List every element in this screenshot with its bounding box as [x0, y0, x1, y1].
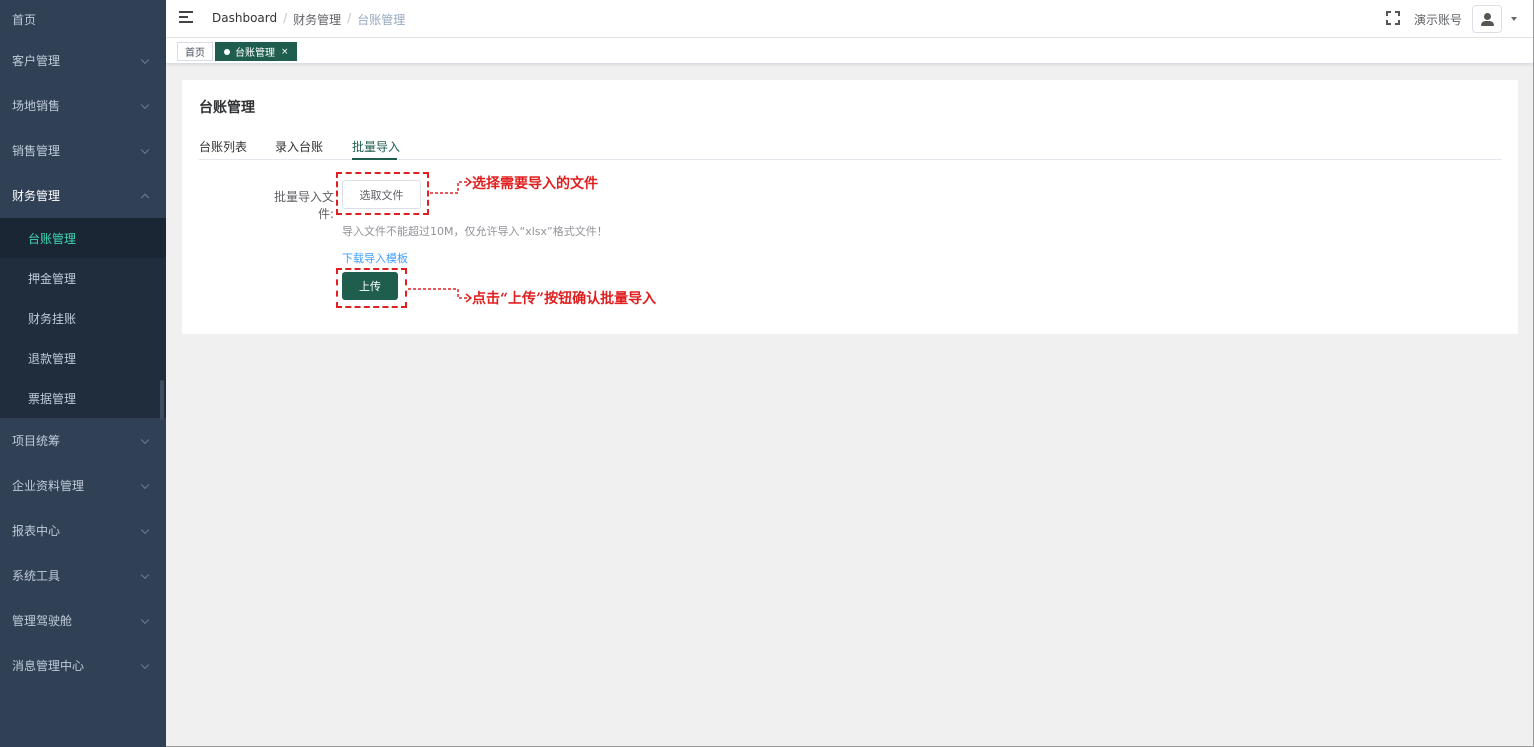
sidebar-item-label: 首页 [12, 12, 37, 27]
sidebar-item-label: 管理驾驶舱 [12, 614, 73, 628]
upload-button[interactable]: 上传 [342, 272, 398, 300]
top-navbar: Dashboard / 财务管理 / 台账管理 演示账号 [166, 0, 1534, 38]
sidebar-subitem-label: 退款管理 [28, 351, 77, 366]
chevron-down-icon [140, 100, 150, 109]
sidebar-subitem-label: 押金管理 [28, 271, 77, 286]
download-template-link[interactable]: 下载导入模板 [342, 252, 408, 265]
hamburger-icon[interactable] [179, 11, 193, 23]
sidebar-item-customer[interactable]: 客户管理 [0, 38, 166, 83]
sidebar-subitem-invoice[interactable]: 票据管理 [0, 378, 166, 418]
sidebar-item-label: 消息管理中心 [12, 659, 85, 673]
breadcrumb-dashboard[interactable]: Dashboard [212, 11, 278, 25]
chevron-down-icon [140, 525, 150, 534]
sidebar-item-label: 报表中心 [12, 524, 61, 538]
sidebar-item-label: 场地销售 [12, 99, 61, 113]
sidebar-item-label: 财务管理 [12, 189, 61, 203]
sidebar-item-sales[interactable]: 销售管理 [0, 128, 166, 173]
sidebar-item-messages[interactable]: 消息管理中心 [0, 643, 166, 688]
sidebar-subitem-deposit[interactable]: 押金管理 [0, 258, 166, 298]
chevron-down-icon [140, 615, 150, 624]
page-title: 台账管理 [199, 100, 255, 116]
annotation-select-file-text: 选择需要导入的文件 [472, 176, 598, 192]
tag-home[interactable]: 首页 [177, 42, 213, 61]
chevron-down-icon [140, 480, 150, 489]
sidebar-item-label: 项目统筹 [12, 434, 61, 448]
chevron-down-icon [140, 55, 150, 64]
sidebar-item-reports[interactable]: 报表中心 [0, 508, 166, 553]
tab-add-ledger[interactable]: 录入台账 [275, 140, 324, 154]
breadcrumb-current: 台账管理 [357, 13, 406, 27]
sidebar-item-system-tools[interactable]: 系统工具 [0, 553, 166, 598]
account-name: 演示账号 [1414, 13, 1463, 27]
tabs: 台账列表 录入台账 批量导入 [199, 136, 1502, 160]
sidebar-subitem-accounts[interactable]: 财务挂账 [0, 298, 166, 338]
sidebar-item-company-docs[interactable]: 企业资料管理 [0, 463, 166, 508]
tab-batch-import[interactable]: 批量导入 [352, 140, 401, 154]
sidebar-subitem-ledger[interactable]: 台账管理 [0, 218, 166, 258]
chevron-down-icon [140, 435, 150, 444]
sidebar-subitem-label: 票据管理 [28, 391, 77, 406]
breadcrumb-finance: 财务管理 [293, 13, 342, 27]
user-icon [1484, 13, 1491, 20]
sidebar-scrollbar[interactable] [160, 380, 164, 420]
tag-ledger[interactable]: 台账管理 × [215, 42, 297, 61]
tag-label: 首页 [185, 48, 205, 59]
caret-down-icon[interactable] [1511, 17, 1517, 21]
chevron-down-icon [140, 660, 150, 669]
chevron-up-icon [140, 193, 150, 202]
fullscreen-icon[interactable] [1386, 11, 1400, 25]
sidebar: 首页 客户管理 场地销售 销售管理 财务管理 台账管理 押金管理 财务挂账 退款… [0, 0, 166, 747]
sidebar-item-finance[interactable]: 财务管理 [0, 173, 166, 218]
sidebar-item-cockpit[interactable]: 管理驾驶舱 [0, 598, 166, 643]
sidebar-item-label: 企业资料管理 [12, 479, 85, 493]
annotation-box-upload [336, 268, 407, 308]
file-limit-hint: 导入文件不能超过10M，仅允许导入“xlsx”格式文件！ [342, 225, 608, 238]
choose-file-button[interactable]: 选取文件 [342, 180, 421, 209]
breadcrumb-separator: / [283, 11, 288, 25]
sidebar-subitem-label: 台账管理 [28, 231, 77, 246]
sidebar-item-label: 销售管理 [12, 144, 61, 158]
close-icon[interactable]: × [281, 46, 289, 57]
active-tab-indicator [352, 158, 397, 160]
tag-label: 台账管理 [235, 48, 275, 59]
chevron-down-icon [140, 145, 150, 154]
annotation-box-choose-file [336, 172, 429, 215]
chevron-down-icon [140, 570, 150, 579]
sidebar-item-home[interactable]: 首页 [0, 0, 166, 38]
batch-import-label: 批量导入文件: [273, 190, 334, 221]
active-dot-icon [224, 48, 230, 55]
avatar[interactable] [1472, 5, 1502, 33]
sidebar-submenu-finance: 台账管理 押金管理 财务挂账 退款管理 票据管理 [0, 218, 166, 418]
content-card: 台账管理 台账列表 录入台账 批量导入 批量导入文件: 选取文件 导入文件不能超… [182, 80, 1518, 334]
sidebar-item-label: 客户管理 [12, 54, 61, 68]
sidebar-item-venue-sales[interactable]: 场地销售 [0, 83, 166, 128]
sidebar-item-label: 系统工具 [12, 569, 61, 583]
tags-view: 首页 台账管理 × [166, 38, 1534, 64]
tab-ledger-list[interactable]: 台账列表 [199, 140, 248, 154]
sidebar-subitem-refund[interactable]: 退款管理 [0, 338, 166, 378]
sidebar-subitem-label: 财务挂账 [28, 311, 77, 326]
sidebar-item-project[interactable]: 项目统筹 [0, 418, 166, 463]
annotation-upload-text: 点击“上传”按钮确认批量导入 [472, 291, 657, 307]
breadcrumb: Dashboard / 财务管理 / 台账管理 [212, 11, 405, 28]
breadcrumb-separator: / [347, 11, 352, 25]
